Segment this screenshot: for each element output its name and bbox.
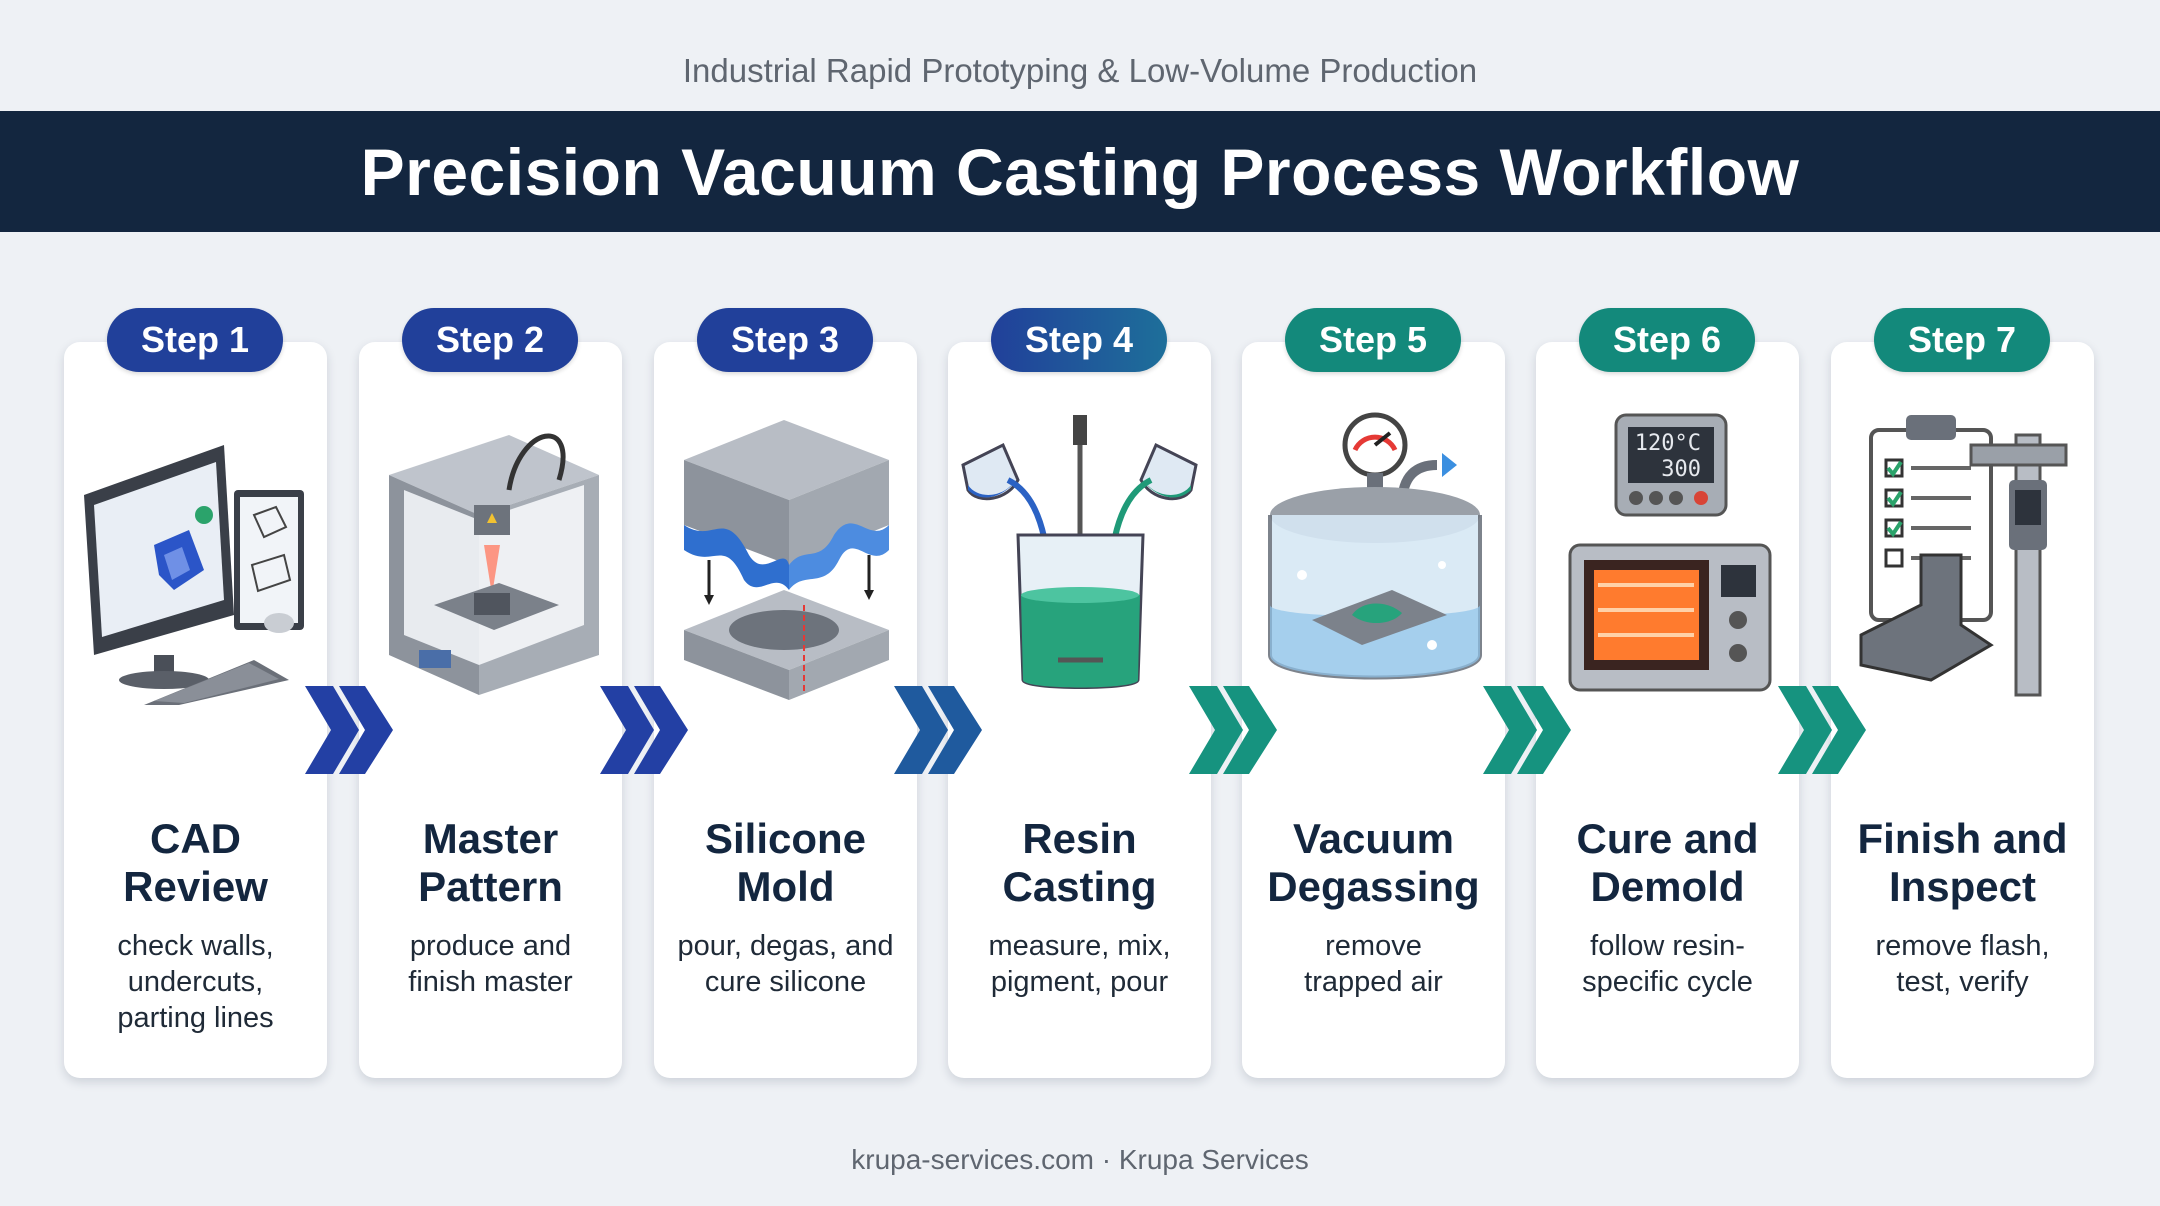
resin-beaker-icon — [948, 405, 1211, 705]
silicone-mold-icon — [654, 405, 917, 705]
3d-printer-icon — [359, 405, 622, 705]
step-4-badge: Step 4 — [991, 308, 1167, 372]
step-4-description: measure, mix,pigment, pour — [988, 930, 1171, 998]
title-banner: Precision Vacuum Casting Process Workflo… — [0, 111, 2160, 232]
vacuum-chamber-icon — [1242, 405, 1505, 705]
step-3-badge: Step 3 — [697, 308, 873, 372]
chevron-right-icon — [1776, 684, 1868, 776]
step-1-badge: Step 1 — [107, 308, 283, 372]
oven-display-temp: 120°C — [1635, 431, 1701, 456]
page-subtitle: Industrial Rapid Prototyping & Low-Volum… — [682, 52, 1478, 89]
step-2-badge: Step 2 — [402, 308, 578, 372]
step-5-badge: Step 5 — [1285, 308, 1461, 372]
cad-workstation-icon — [64, 405, 327, 705]
step-6-badge: Step 6 — [1579, 308, 1755, 372]
step-7-description: remove flash,test, verify — [1875, 930, 2050, 998]
page-title: Precision Vacuum Casting Process Workflo… — [360, 134, 1800, 209]
chevron-right-icon — [598, 684, 690, 776]
oven-display-time: 300 — [1661, 457, 1701, 482]
chevron-right-icon — [892, 684, 984, 776]
curing-oven-icon: 120°C 300 — [1536, 405, 1799, 705]
chevron-right-icon — [1481, 684, 1573, 776]
chevron-right-icon — [1187, 684, 1279, 776]
step-6-description: follow resin-specific cycle — [1582, 930, 1753, 998]
inspection-caliper-icon — [1831, 405, 2094, 705]
chevron-right-icon — [303, 684, 395, 776]
step-7-badge: Step 7 — [1874, 308, 2050, 372]
footer-credit: krupa-services.com · Krupa Services — [851, 1144, 1309, 1175]
step-1-description: check walls,undercuts,parting lines — [117, 930, 274, 1034]
